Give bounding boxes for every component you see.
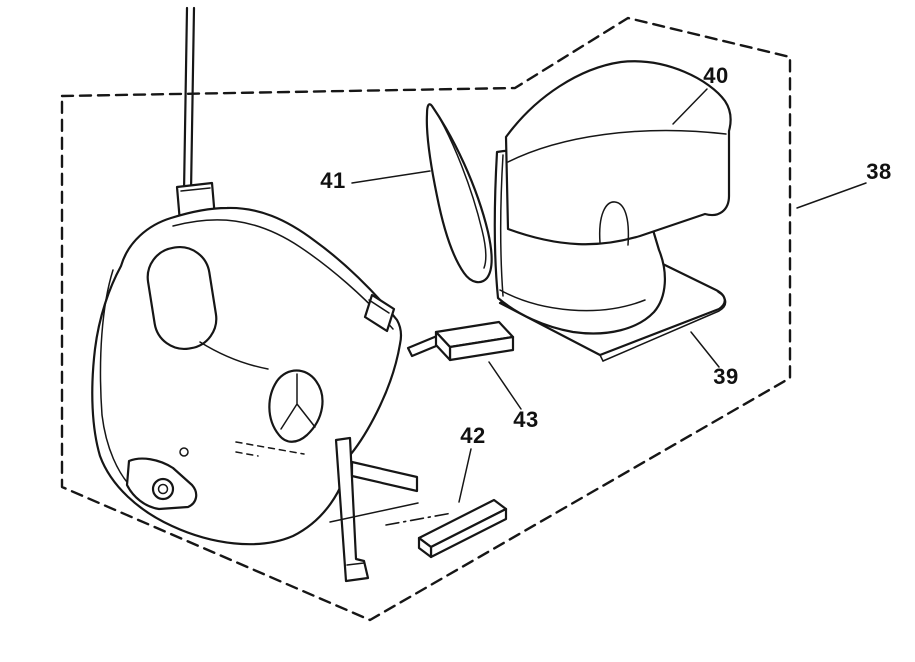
cover-40 (504, 60, 732, 246)
mounting-bar-42 (385, 498, 508, 559)
curved-panel-41 (425, 103, 493, 284)
part-label-43: 43 (513, 407, 539, 432)
machine-housing (91, 6, 419, 583)
part-label-42: 42 (460, 423, 486, 448)
leader-line-41 (351, 170, 431, 184)
part-label-41: 41 (320, 168, 346, 193)
part-label-40: 40 (703, 63, 729, 88)
leader-line-38 (796, 182, 867, 209)
leader-lines (351, 88, 867, 503)
part-label-38: 38 (866, 159, 892, 184)
leader-line-43 (488, 361, 522, 410)
connector-block-43 (406, 320, 515, 362)
leader-line-39 (690, 331, 720, 368)
dashed-boundary-38 (60, 16, 792, 622)
part-label-39: 39 (713, 364, 739, 389)
leader-line-42 (458, 448, 472, 503)
leader-line-40 (672, 88, 708, 125)
